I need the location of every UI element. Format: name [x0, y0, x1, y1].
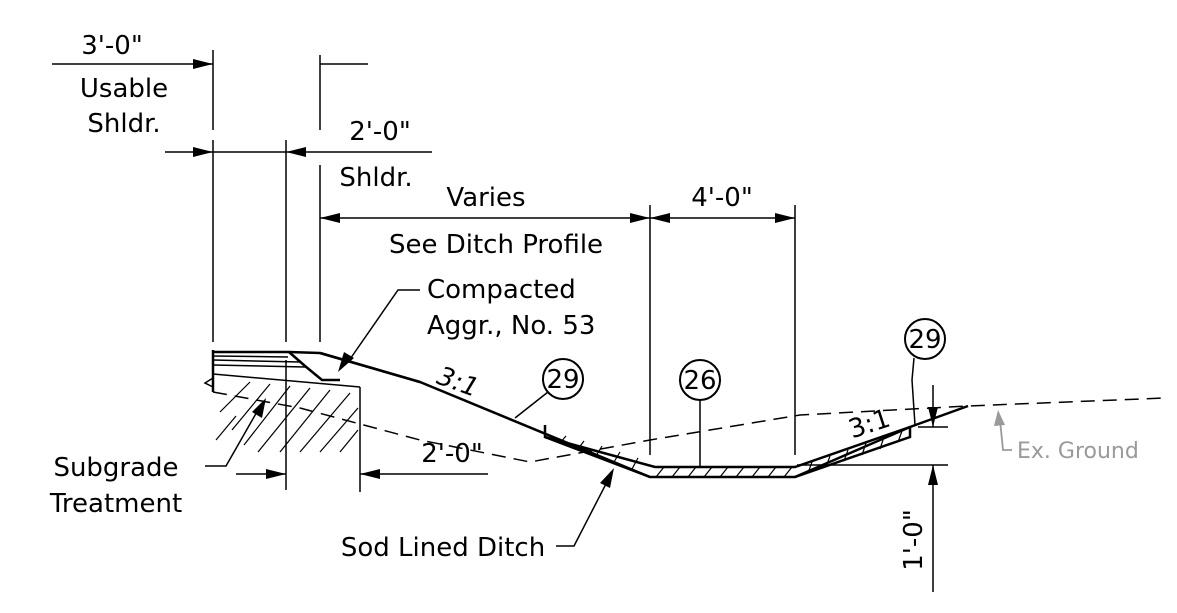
sod-lined-ditch-lining — [543, 425, 912, 479]
usable-shoulder-label-line1: Usable — [80, 74, 168, 104]
finished-grade-backslope — [794, 404, 969, 479]
tag-29-foreslope: 29 — [514, 358, 584, 419]
usable-shoulder-width-label: 3'-0" — [81, 31, 143, 61]
subgrade-treatment-label-line1: Subgrade — [53, 453, 178, 483]
existing-ground-leader — [994, 410, 1012, 451]
tag-26-ditch-bottom: 26 — [679, 359, 721, 467]
usable-shoulder-label-line2: Shldr. — [87, 109, 160, 139]
compacted-aggregate-label-line2: Aggr., No. 53 — [427, 311, 595, 341]
existing-ground-label: Ex. Ground — [1017, 439, 1139, 464]
existing-ground-line — [212, 391, 1166, 463]
shoulder-width-label: 2'-0" — [349, 117, 411, 147]
ditch-bottom-width-label: 4'-0" — [691, 183, 753, 213]
subgrade-treatment-leader — [205, 398, 266, 467]
shoulder-label: Shldr. — [339, 163, 412, 193]
subgrade-width-label: 2'-0" — [421, 439, 483, 469]
shoulder-dimension — [165, 140, 432, 342]
ditch-bottom-dimension — [650, 205, 796, 455]
ditch-depth-dimension — [797, 385, 948, 592]
varies-dimension — [320, 205, 651, 455]
compacted-aggregate-leader — [338, 289, 420, 372]
usable-shoulder-dimension — [52, 50, 368, 130]
ditch-depth-label: 1'-0" — [899, 509, 929, 571]
tag-29-foreslope-text: 29 — [546, 365, 579, 395]
see-ditch-profile-label: See Ditch Profile — [389, 230, 603, 260]
tag-29-backslope: 29 — [904, 318, 946, 426]
tag-26-ditch-bottom-text: 26 — [683, 366, 716, 396]
sod-lined-ditch-leader — [556, 468, 614, 547]
varies-label: Varies — [446, 183, 525, 213]
tag-29-backslope-text: 29 — [908, 325, 941, 355]
subgrade-width-dimension — [236, 360, 488, 490]
foreslope-ratio-label: 3:1 — [433, 361, 483, 404]
pavement-edge — [203, 350, 321, 392]
compacted-aggregate-label-line1: Compacted — [427, 275, 576, 305]
backslope-ratio-label: 3:1 — [845, 404, 894, 445]
sod-lined-ditch-label: Sod Lined Ditch — [341, 533, 545, 563]
subgrade-treatment-label-line2: Treatment — [49, 489, 182, 519]
